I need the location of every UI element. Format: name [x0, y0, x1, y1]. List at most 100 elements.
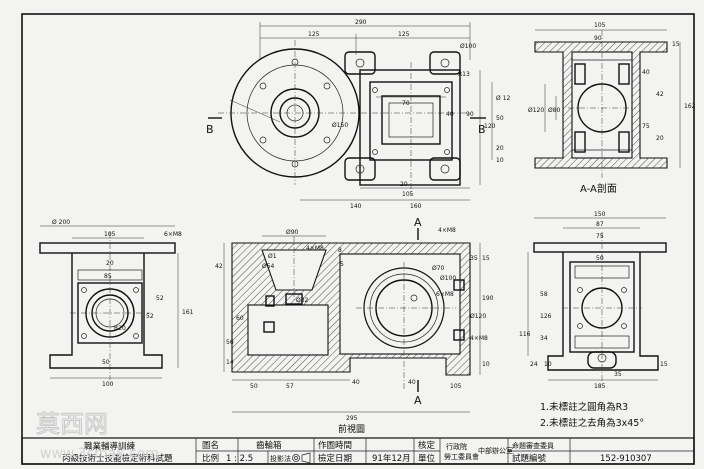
dim-front-d120: Ø120 — [470, 313, 486, 320]
dim-aa-15: 15 — [672, 41, 680, 48]
dim-front-6m8: 6×M8 — [436, 291, 454, 298]
dim-aa-90: 90 — [594, 35, 602, 42]
tb-school-line2: 丙級技術士技能檢定術科試題 — [62, 453, 173, 464]
tb-projection-label: 投影法 — [270, 454, 291, 463]
dim-right-35: 35 — [614, 371, 622, 378]
section-mark-a-top: A — [414, 216, 422, 229]
dim-right-34: 34 — [540, 335, 548, 342]
dim-right-10: 10 — [544, 361, 552, 368]
dim-right-50: 50 — [596, 255, 604, 262]
note-1: 1.未標註之圓角為R3 — [540, 401, 628, 413]
dim-right-24: 24 — [530, 361, 538, 368]
section-mark-b-right: B — [478, 123, 486, 136]
left-view: Ø 200 105 6×M8 85 20 52 161 52 R20 100 5… — [39, 219, 194, 388]
dim-front-8: 8 — [338, 247, 342, 254]
dim-front-4m8a: 4×M8 — [306, 245, 324, 252]
dim-top-d150: Ø150 — [332, 122, 348, 129]
dim-front-35: 35 — [470, 255, 478, 262]
tb-exam-no-value: 152-910307 — [600, 454, 652, 464]
watermark-text: 莫西网 — [36, 410, 108, 438]
dim-top-d12: Ø 12 — [496, 95, 510, 102]
dim-top-120: 120 — [484, 123, 496, 130]
dim-front-105: 105 — [450, 383, 462, 390]
dim-front-50: 50 — [250, 383, 258, 390]
dim-front-190: 190 — [482, 295, 494, 302]
dim-left-20: 20 — [106, 260, 114, 267]
tb-time-label: 作圖時間 — [318, 440, 352, 451]
dim-aa-d80: Ø80 — [548, 107, 561, 114]
watermark: 莫西网 www.3cmax.com — [36, 410, 159, 463]
dim-top-125b: 125 — [398, 31, 410, 38]
dim-front-15: 15 — [482, 255, 490, 262]
dim-front-56: 56 — [226, 339, 234, 346]
dim-left-52b: 52 — [156, 295, 164, 302]
dim-left-r20: R20 — [114, 325, 126, 332]
dim-top-90: 90 — [466, 111, 474, 118]
tb-unit-label: 單位 — [418, 453, 436, 464]
dim-front-57: 57 — [286, 383, 294, 390]
dim-front-40: 40 — [352, 379, 360, 386]
tb-scale-value: 1 : 2.5 — [226, 454, 253, 464]
tb-org3: 中部辦公室 — [478, 446, 513, 455]
dim-top-40: 40 — [446, 111, 454, 118]
dim-front-d54: Ø54 — [262, 263, 275, 270]
projection-symbol-icon — [292, 452, 311, 464]
dim-right-126: 126 — [540, 313, 552, 320]
dim-aa-162: 162 — [684, 103, 696, 110]
dim-right-150: 150 — [594, 211, 606, 218]
front-view-label: 前視圖 — [338, 423, 365, 435]
tb-name-value: 齒輪箱 — [256, 440, 282, 451]
dim-front-5: 5 — [340, 261, 344, 268]
dim-top-160: 160 — [410, 203, 422, 210]
dim-front-d90: Ø90 — [286, 229, 299, 236]
dim-aa-75: 75 — [642, 123, 650, 130]
tb-committee: 命題審查委員 — [512, 441, 554, 450]
tb-org2: 勞工委員會 — [444, 452, 479, 461]
section-mark-b-left: B — [206, 123, 214, 136]
dim-left-d200: Ø 200 — [52, 219, 70, 226]
dim-aa-d120: Ø120 — [528, 107, 544, 114]
dim-front-4m8b: 4×M8 — [438, 227, 456, 234]
dim-front-d100: Ø100 — [440, 275, 456, 282]
dim-left-100: 100 — [102, 381, 114, 388]
dim-front-d1: Ø1 — [268, 253, 277, 260]
tb-school-line1: 職業輔導訓練 — [84, 441, 136, 452]
dim-top-105: 105 — [402, 191, 414, 198]
dim-right-75: 75 — [596, 233, 604, 240]
notes: 1.未標註之圓角為R3 2.未標註之去角為3x45° — [540, 401, 644, 429]
dim-left-105: 105 — [104, 231, 116, 238]
front-view: Ø90 4×M8 Ø54 Ø32 4×M8 Ø100 Ø70 Ø120 4×M8… — [215, 216, 494, 435]
dim-aa-20: 20 — [656, 135, 664, 142]
dim-top-125a: 125 — [308, 31, 320, 38]
dim-right-116: 116 — [519, 331, 531, 338]
dim-aa-40: 40 — [642, 69, 650, 76]
dim-left-50: 50 — [102, 359, 110, 366]
dim-right-87: 87 — [596, 221, 604, 228]
top-view: 290 125 125 R13 Ø100 Ø150 70 40 90 140 2… — [206, 19, 510, 210]
title-block: 職業輔導訓練 丙級技術士技能檢定術科試題 圖名 齒輪箱 比例 1 : 2.5 投… — [21, 437, 695, 465]
dim-front-4m8c: 4×M8 — [470, 335, 488, 342]
tb-checker-label: 核定 — [418, 440, 436, 451]
dim-top-290: 290 — [355, 19, 367, 26]
dim-front-40b: 40 — [408, 379, 416, 386]
dim-front-295: 295 — [346, 415, 358, 422]
dim-left-161: 161 — [182, 309, 194, 316]
note-2: 2.未標註之去角為3x45° — [540, 417, 644, 429]
dim-front-14: 14 — [226, 359, 234, 366]
dim-top-70: 70 — [402, 100, 410, 107]
section-mark-a-bottom: A — [414, 394, 422, 407]
dim-aa-105: 105 — [594, 22, 606, 29]
dim-top-r13: R13 — [458, 71, 470, 78]
tb-date-label: 檢定日期 — [318, 453, 352, 464]
top-bolt-holes — [259, 58, 331, 168]
right-view: 150 87 75 50 58 126 116 34 10 15 35 24 1… — [519, 211, 668, 390]
dim-front-42: 42 — [215, 263, 223, 270]
dim-right-185: 185 — [594, 383, 606, 390]
tb-exam-no-label: 試題編號 — [512, 453, 547, 464]
dim-right-58: 58 — [540, 291, 548, 298]
dim-top-20b: 20 — [496, 145, 504, 152]
watermark-url: www.3cmax.com — [40, 446, 159, 462]
dim-front-10: 10 — [482, 361, 490, 368]
section-aa-view: 105 90 15 Ø120 Ø80 162 42 20 40 75 A-A剖面 — [528, 22, 696, 195]
